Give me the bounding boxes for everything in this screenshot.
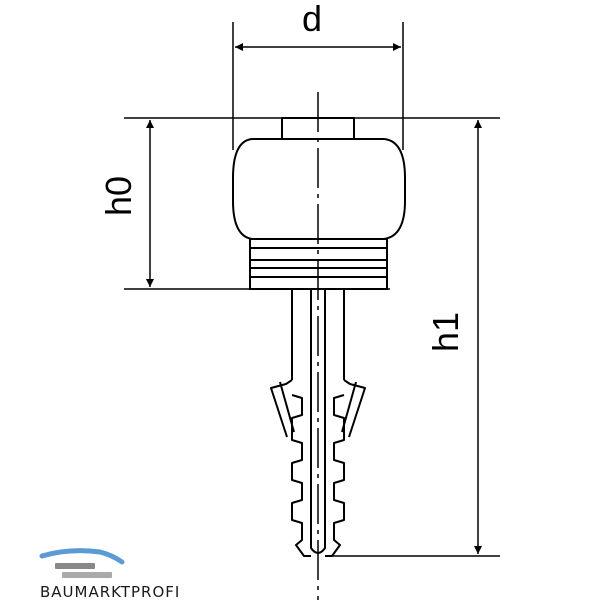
baumarktprofi-logo: BAUMARKTPROFI xyxy=(39,548,180,600)
logo-text: BAUMARKTPROFI xyxy=(40,583,180,600)
dimension-label-h1: h1 xyxy=(425,312,466,352)
dowel-body xyxy=(270,289,366,557)
dimension-label-h0: h0 xyxy=(98,176,139,216)
logo-swoosh-icon xyxy=(39,548,125,565)
dimension-d xyxy=(232,22,404,150)
screw-head xyxy=(232,117,406,240)
dimension-label-d: d xyxy=(302,0,322,39)
